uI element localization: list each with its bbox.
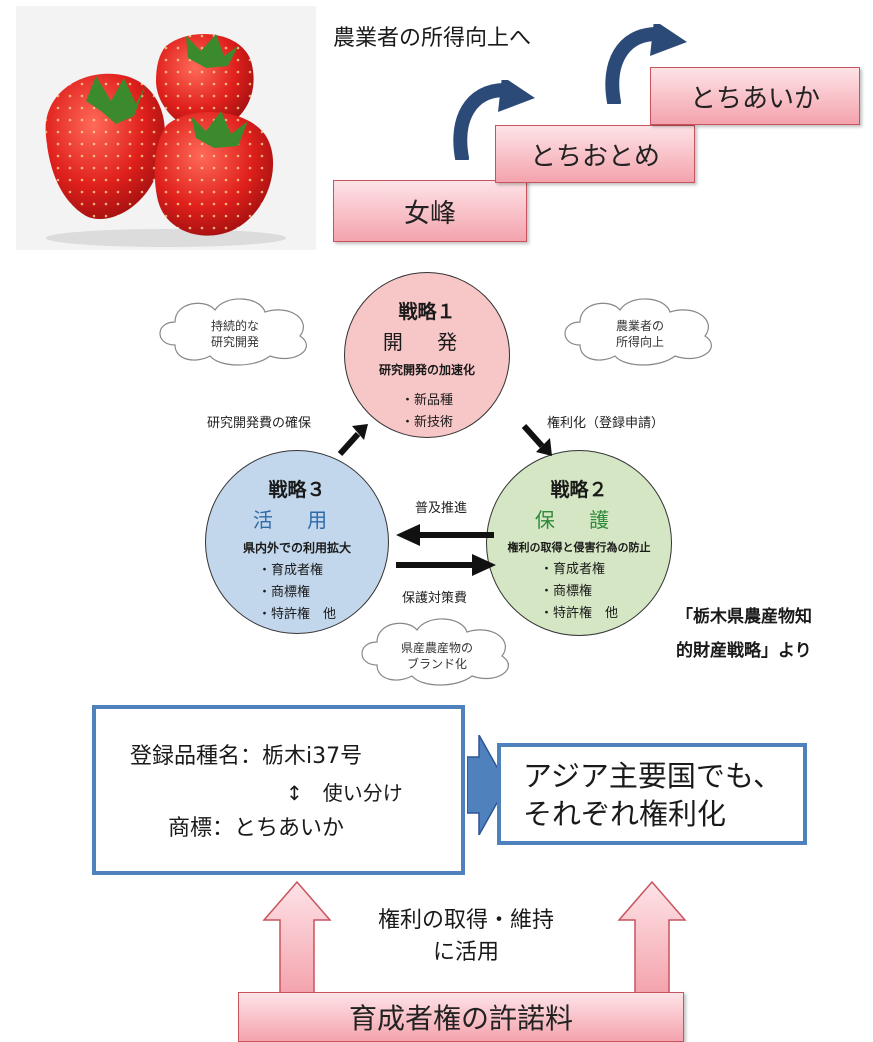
registration-variety-name: 登録品種名：栃木i37号 — [130, 744, 363, 769]
variety-nyoho: 女峰 — [333, 180, 527, 242]
strategy-3-items: ・育成者権 ・商標権 ・特許権 他 — [258, 560, 336, 626]
cloud-left-line2: 研究開発 — [210, 335, 259, 349]
usage-line2: に活用 — [432, 940, 499, 965]
strategy-3-item: ・特許権 他 — [257, 607, 336, 622]
cloud-left — [159, 298, 307, 366]
strategy-1-item: ・新品種 — [400, 393, 453, 408]
registration-box: 登録品種名：栃木i37号 ↕ 使い分け 商標：とちあいか — [92, 705, 465, 875]
strategy-2-desc: 権利の取得と侵害行為の防止 — [507, 541, 651, 554]
cloud-bottom-line2: ブランド化 — [406, 657, 467, 671]
strategy-2-item: ・育成者権 — [539, 562, 605, 577]
cloud-left-text: 持続的な 研究開発 — [150, 318, 320, 350]
strategy-3-item: ・育成者権 — [257, 563, 323, 578]
strategy-2-circle: 戦略２ 保 護 権利の取得と侵害行為の防止 ・育成者権 ・商標権 ・特許権 他 — [486, 450, 672, 636]
strategy-1-title: 戦略１ — [398, 301, 456, 323]
strategy-3-item: ・商標権 — [257, 585, 310, 600]
label-rights: 権利化（登録申請） — [547, 416, 665, 431]
asia-line2: それぞれ権利化 — [523, 797, 727, 831]
cloud-bottom — [361, 618, 509, 686]
strategy-diagram: 持続的な 研究開発 農業者の 所得向上 県産農産物の ブランド化 戦略１ 開 発… — [0, 260, 873, 700]
registration-trademark: 商標：とちあいか — [168, 816, 345, 841]
strategy-1-items: ・新品種 ・新技術 — [401, 390, 453, 434]
up-arrow-right — [617, 880, 687, 995]
strategy-2-item: ・商標権 — [539, 584, 592, 599]
usage-text: 権利の取得・維持 に活用 — [356, 905, 576, 969]
cloud-right-line1: 農業者の — [615, 319, 664, 333]
strategy-3-circle: 戦略３ 活 用 県内外での利用拡大 ・育成者権 ・商標権 ・特許権 他 — [205, 450, 389, 634]
up-arrow-left — [262, 880, 332, 995]
strategy-2-subtitle: 保 護 — [534, 508, 624, 532]
strategy-1-desc: 研究開発の加速化 — [378, 363, 475, 377]
cloud-right-line2: 所得向上 — [615, 335, 664, 349]
registration-usage-note: ↕ 使い分け — [286, 781, 403, 805]
strategy-2-title: 戦略２ — [550, 479, 608, 501]
source-note-line1: 「栃木県農産物知 — [676, 607, 812, 627]
strawberry-photo — [16, 6, 316, 250]
strawberry-illustration — [45, 34, 286, 247]
arrow-to-strategy1 — [337, 424, 368, 457]
block-arrow — [467, 735, 507, 835]
source-note: 「栃木県農産物知 的財産戦略」より — [676, 600, 812, 668]
label-spread: 普及推進 — [415, 501, 468, 516]
variety-tochiotome: とちおとめ — [495, 125, 695, 183]
variety-tochiaika: とちあいか — [650, 67, 860, 125]
strategy-1-circle: 戦略１ 開 発 研究開発の加速化 ・新品種 ・新技術 — [344, 272, 510, 438]
usage-line1: 権利の取得・維持 — [377, 908, 554, 933]
strategy-3-desc: 県内外での利用拡大 — [242, 541, 351, 555]
cloud-left-line1: 持続的な — [210, 319, 259, 333]
license-fee-box: 育成者権の許諾料 — [238, 992, 684, 1042]
income-caption: 農業者の所得向上へ — [333, 26, 532, 51]
strategy-2-item: ・特許権 他 — [539, 606, 618, 621]
cloud-bottom-text: 県産農産物の ブランド化 — [352, 640, 522, 672]
curved-arrow-2 — [605, 24, 687, 104]
cloud-right — [564, 298, 712, 366]
strategy-3-title: 戦略３ — [268, 479, 326, 501]
asia-box: アジア主要国でも、 それぞれ権利化 — [497, 743, 807, 845]
cloud-bottom-line1: 県産農産物の — [400, 641, 473, 655]
curved-arrow-1 — [453, 80, 535, 160]
source-note-line2: 的財産戦略」より — [676, 641, 812, 661]
arrow-right — [396, 554, 496, 576]
label-protection-cost: 保護対策費 — [402, 591, 468, 606]
strategy-2-items: ・育成者権 ・商標権 ・特許権 他 — [540, 559, 618, 625]
strategy-3-subtitle: 活 用 — [252, 508, 342, 532]
cloud-right-text: 農業者の 所得向上 — [555, 318, 725, 350]
arrow-left — [396, 524, 494, 546]
strategy-1-item: ・新技術 — [400, 415, 453, 430]
arrow-to-strategy2 — [521, 423, 552, 456]
strategy-1-subtitle: 開 発 — [382, 330, 472, 354]
asia-line1: アジア主要国でも、 — [523, 759, 782, 793]
label-research-fund: 研究開発費の確保 — [207, 416, 312, 431]
